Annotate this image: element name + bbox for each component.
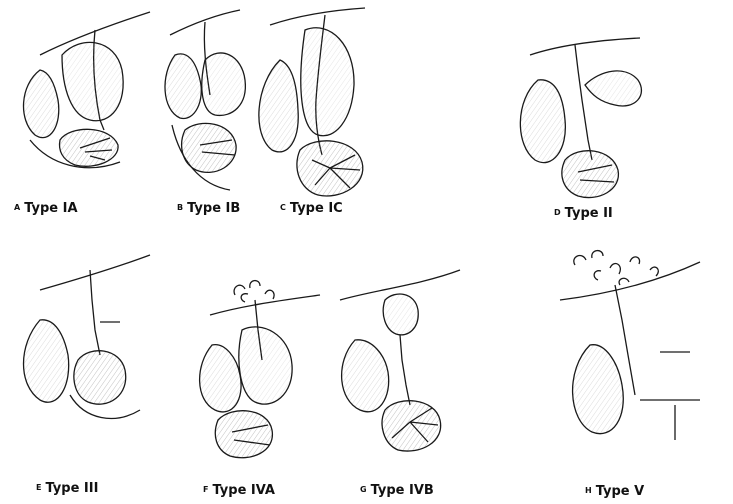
pancreas-head (562, 151, 619, 198)
dilated-duct-cyst (301, 28, 354, 136)
panel-title: Type V (596, 484, 645, 499)
panel-a-illustration (24, 12, 150, 168)
panel-label-h: H Type V (585, 484, 644, 499)
gallbladder (200, 345, 241, 412)
diverticulum (585, 71, 641, 106)
dilated-duct-cyst (62, 42, 123, 120)
liver-edge-line (530, 38, 640, 55)
panel-title: Type II (565, 206, 613, 221)
panel-title: Type IA (24, 201, 77, 216)
gallbladder (342, 340, 389, 412)
liver-edge-line (270, 8, 365, 25)
gallbladder (24, 320, 69, 402)
panel-d-illustration (520, 38, 641, 198)
panel-title: Type IVA (212, 483, 275, 498)
panel-b-illustration (165, 10, 245, 190)
liver-edge-line (560, 262, 700, 300)
panel-letter: D (554, 208, 561, 217)
intrahepatic-cysts (234, 281, 274, 302)
bile-duct (400, 335, 410, 405)
panel-c-illustration (259, 8, 365, 196)
panel-title: Type IC (290, 201, 343, 216)
panel-letter: B (177, 203, 183, 212)
liver-edge-line (40, 255, 150, 290)
panel-e-illustration (24, 255, 151, 418)
bile-duct (90, 270, 100, 355)
panel-title: Type IVB (371, 483, 434, 498)
dilated-duct-cyst (239, 327, 292, 404)
panel-f-illustration (200, 281, 320, 458)
panel-letter: F (203, 485, 208, 494)
bile-duct (575, 45, 592, 160)
panel-label-f: F Type IVA (203, 483, 275, 498)
panel-letter: H (585, 486, 592, 495)
panel-g-illustration (340, 270, 460, 451)
dilated-duct-cyst (383, 294, 418, 335)
pancreas-head (60, 129, 119, 166)
panel-letter: A (14, 203, 20, 212)
pancreas-head (215, 411, 272, 458)
choledochocele (74, 351, 126, 404)
panel-letter: E (36, 483, 41, 492)
panel-h-illustration (560, 251, 700, 440)
panel-title: Type IB (187, 201, 240, 216)
gallbladder (520, 80, 565, 163)
panel-label-e: E Type III (36, 481, 98, 496)
panel-label-g: G Type IVB (360, 483, 434, 498)
pancreas-head (182, 123, 236, 172)
panel-letter: C (280, 203, 286, 212)
gallbladder (165, 54, 201, 119)
gallbladder (259, 60, 298, 152)
panel-label-c: C Type IC (280, 201, 343, 216)
panel-label-b: B Type IB (177, 201, 240, 216)
gallbladder (24, 70, 59, 138)
panel-title: Type III (45, 481, 98, 496)
liver-edge-line (210, 295, 320, 315)
intrahepatic-cysts (574, 251, 659, 285)
panel-label-d: D Type II (554, 206, 613, 221)
panel-letter: G (360, 485, 367, 494)
dilated-duct-cyst (202, 53, 246, 115)
gallbladder (573, 345, 624, 434)
panel-label-a: A Type IA (14, 201, 78, 216)
